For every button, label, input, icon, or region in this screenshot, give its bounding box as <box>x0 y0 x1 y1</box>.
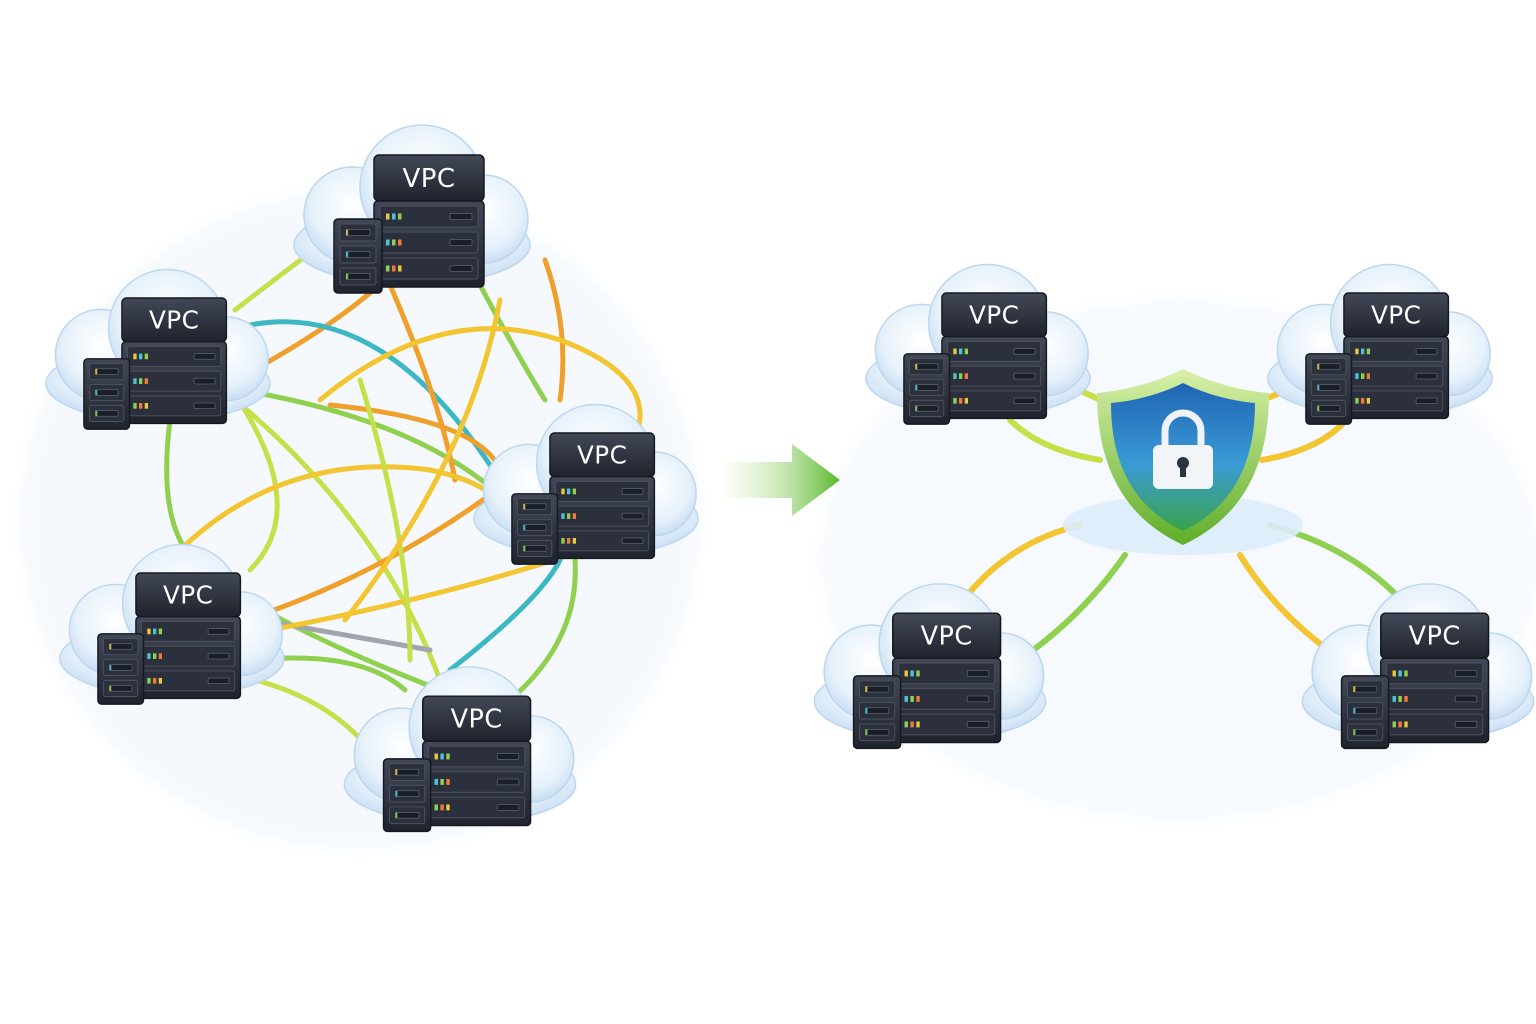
mesh-arrow <box>357 377 413 663</box>
vpc-label: VPC <box>577 440 627 469</box>
server-rack-icon: VPC <box>511 432 656 565</box>
mesh-arrow <box>507 557 578 703</box>
mesh-arrow <box>447 557 563 673</box>
mesh-arrow <box>327 402 503 473</box>
mesh-arrow <box>387 282 458 483</box>
vpc-label: VPC <box>969 300 1019 329</box>
mesh-arrow <box>237 387 508 503</box>
vpc-node: VPC <box>813 583 1047 750</box>
vpc-node: VPC <box>865 263 1091 425</box>
vpc-label: VPC <box>451 705 503 735</box>
mesh-arrow <box>232 397 443 683</box>
vpc-node: VPC <box>45 268 271 430</box>
server-rack-icon: VPC <box>1340 612 1490 750</box>
server-rack-icon: VPC <box>333 154 485 294</box>
vpc-node: VPC <box>343 666 577 833</box>
vpc-label: VPC <box>163 580 213 609</box>
server-rack-icon: VPC <box>382 695 532 833</box>
vpc-node: VPC <box>1267 263 1493 425</box>
server-rack-icon: VPC <box>83 297 228 430</box>
vpc-label: VPC <box>1409 622 1461 652</box>
right-arrow-icon <box>724 444 840 516</box>
mesh-arrow <box>172 464 508 558</box>
mesh-arrow <box>542 257 566 403</box>
mesh-arrow <box>267 552 573 633</box>
vpc-node: VPC <box>293 124 531 294</box>
server-rack-icon: VPC <box>903 292 1048 425</box>
vpc-label: VPC <box>921 622 973 652</box>
hub-arrow <box>1259 417 1349 463</box>
vpc-label: VPC <box>402 164 455 194</box>
hub-arrow <box>1007 417 1103 463</box>
server-rack-icon: VPC <box>97 572 242 705</box>
shield-lock-icon <box>1063 369 1303 555</box>
vpc-node: VPC <box>1301 583 1535 750</box>
vpc-node: VPC <box>473 403 699 565</box>
vpc-label: VPC <box>149 305 199 334</box>
vpc-label: VPC <box>1371 300 1421 329</box>
vpc-nodes: VPC VPC VPC VPC VPC VPC VPC VPC VPC <box>45 124 1535 833</box>
mesh-arrow <box>342 297 503 623</box>
server-rack-icon: VPC <box>1305 292 1450 425</box>
vpc-node: VPC <box>59 543 285 705</box>
server-rack-icon: VPC <box>852 612 1002 750</box>
mesh-arrow <box>477 282 548 403</box>
